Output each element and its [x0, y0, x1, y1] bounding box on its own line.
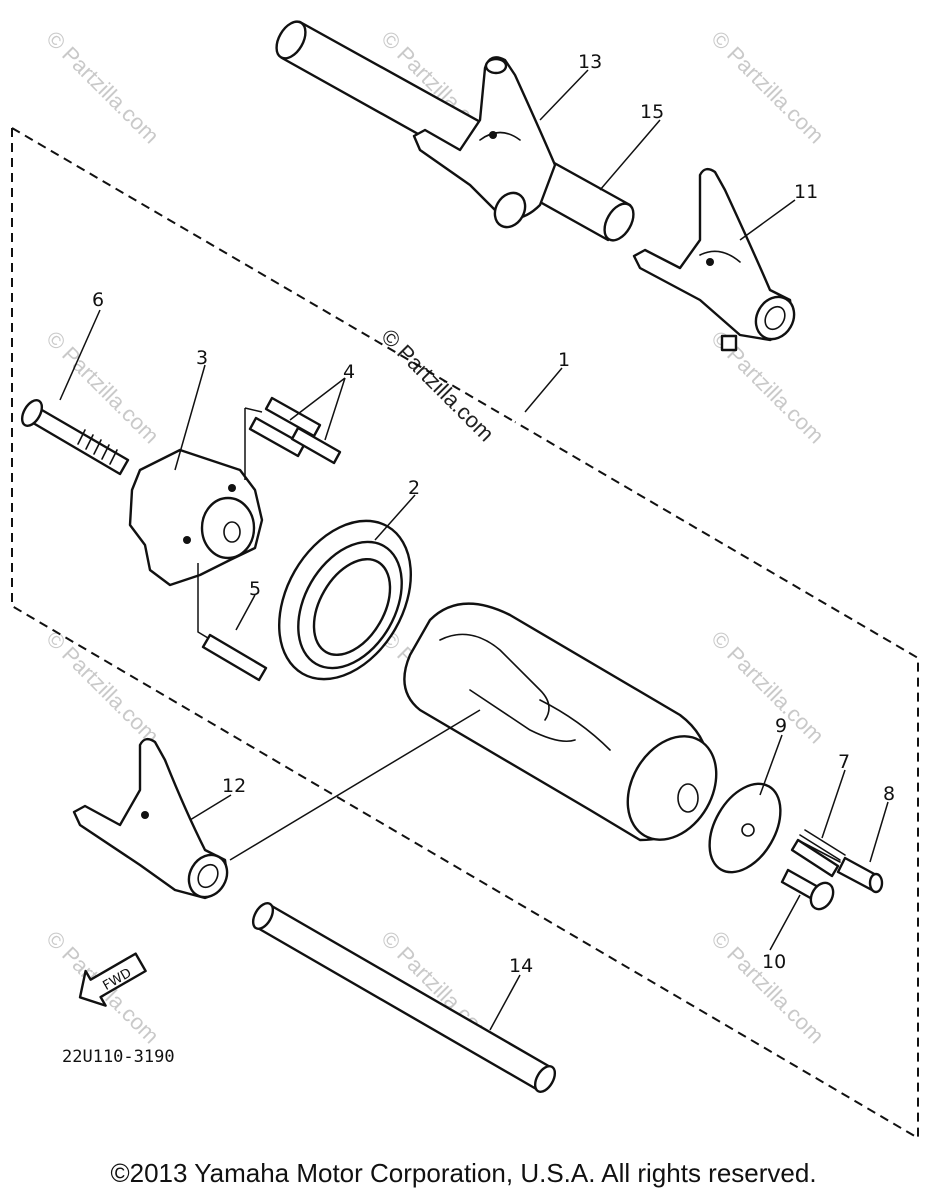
shift-fork-13 — [412, 56, 557, 229]
callout-12: 12 — [222, 775, 246, 797]
bolt-6 — [20, 399, 130, 476]
watermark: © Partzilla.com — [706, 26, 829, 149]
watermark: © Partzilla.com — [41, 626, 164, 749]
callout-9: 9 — [775, 715, 787, 737]
callout-8: 8 — [883, 783, 895, 805]
callout-10: 10 — [762, 951, 786, 973]
screw-10 — [780, 868, 835, 911]
callout-11: 11 — [794, 181, 818, 203]
figure-code: 22U110-3190 — [62, 1047, 175, 1067]
callout-2: 2 — [408, 477, 420, 499]
watermark: © Partzilla.com — [706, 926, 829, 1049]
callout-1: 1 — [558, 349, 570, 371]
copyright-notice: ©2013 Yamaha Motor Corporation, U.S.A. A… — [110, 1158, 817, 1188]
callout-5: 5 — [249, 578, 261, 600]
callout-13: 13 — [578, 51, 602, 73]
leader-lines — [59, 69, 889, 1031]
callout-numbers: 1 2 3 4 5 6 7 8 9 10 11 12 13 14 15 — [92, 51, 895, 977]
assembly-boundary — [11, 127, 919, 1140]
pin-5 — [197, 563, 268, 682]
callout-4: 4 — [343, 361, 355, 383]
watermark: © Partzilla.com — [706, 626, 829, 749]
stopper-pin-8 — [836, 856, 884, 894]
callout-7: 7 — [838, 751, 850, 773]
shift-drum — [403, 602, 718, 842]
callout-6: 6 — [92, 289, 104, 311]
shift-drum-segment-3 — [128, 448, 264, 587]
shift-fork-12 — [72, 709, 481, 900]
plate-9 — [708, 782, 782, 874]
watermark: © Partzilla.com — [41, 26, 164, 149]
watermark-center: © Partzilla.com — [376, 324, 499, 447]
callout-14: 14 — [509, 955, 533, 977]
shift-fork-shaft-lower — [251, 902, 557, 1093]
shift-fork-11 — [632, 167, 796, 352]
bearing-2 — [278, 519, 412, 681]
spring-7 — [790, 829, 846, 878]
callout-15: 15 — [640, 101, 664, 123]
callout-3: 3 — [196, 347, 208, 369]
